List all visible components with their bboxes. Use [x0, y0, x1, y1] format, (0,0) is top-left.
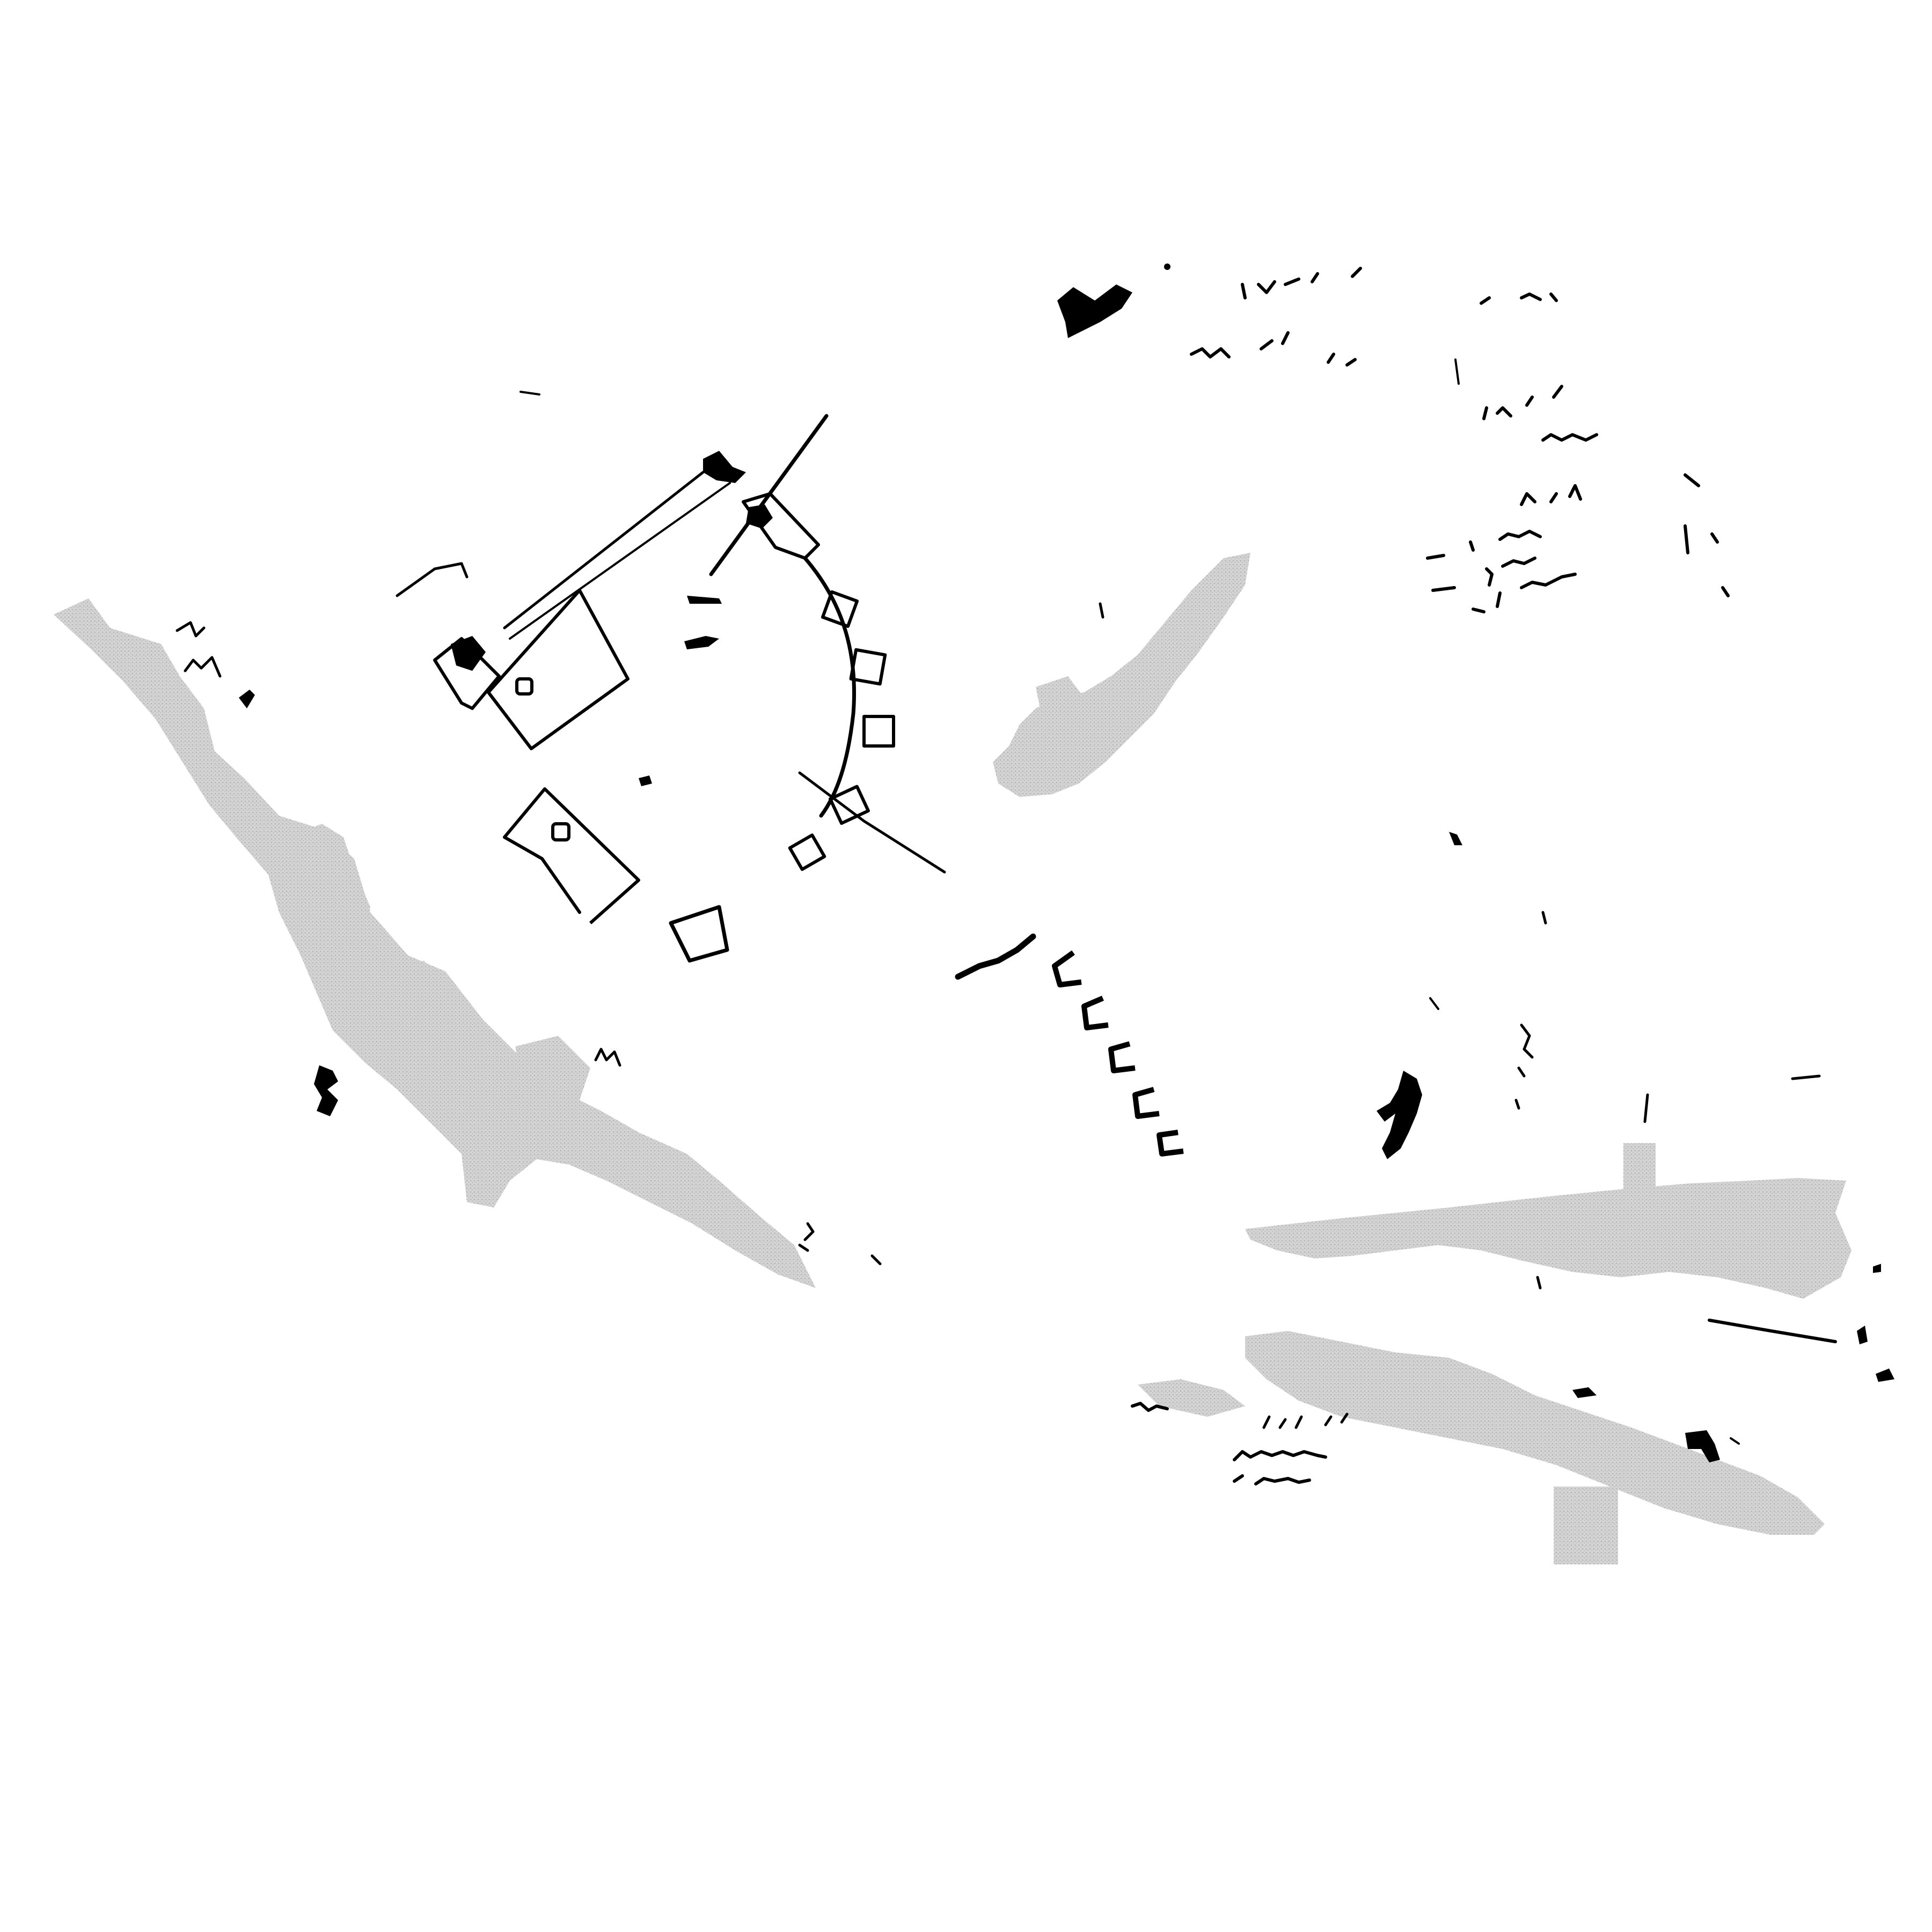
ground-shadow-left-blob-3 [515, 1036, 590, 1100]
figure-row-top-1 [1241, 267, 1362, 299]
corner-node-north-junction [746, 504, 773, 529]
arcade-pavilion-3 [862, 715, 895, 748]
corner-node-north [703, 451, 746, 483]
segmented-wall-line [955, 933, 1036, 980]
ground-shadow-right-upper [1245, 1178, 1851, 1299]
cell-unit-3 [1108, 1041, 1136, 1073]
cell-unit-1 [1052, 950, 1082, 987]
figure-row-top-3 [1480, 292, 1558, 305]
figure-upper-left-tree-2 [239, 690, 255, 708]
figure-lower-centre-1 [1131, 1402, 1169, 1412]
figure-middle-3 [639, 775, 652, 786]
figure-line-upper-left [519, 391, 540, 396]
corner-node-north-block [742, 492, 820, 560]
figure-row-right-3 [1520, 473, 1700, 506]
figure-row-top-2 [1190, 331, 1357, 367]
ground-shadow-right-lower [1245, 1331, 1825, 1535]
small-structure-south [669, 905, 729, 963]
cell-unit-5 [1157, 1130, 1184, 1157]
figure-lower-right-2 [1873, 1264, 1881, 1273]
figure-row-right-2 [1541, 433, 1598, 442]
figure-middle-4 [1099, 602, 1104, 619]
arcade-pavilion-2 [849, 648, 887, 686]
figure-left-lower-2 [594, 1048, 621, 1067]
figure-vertical-1 [1454, 358, 1460, 385]
figure-lower-right-block [1685, 1430, 1720, 1462]
figure-row-right-6 [1472, 591, 1502, 613]
figure-east-5 [1643, 1074, 1821, 1123]
ground-shadow-right-upper-tower [1623, 1143, 1656, 1218]
l-building-inner-room [551, 822, 570, 841]
l-building-south [503, 787, 640, 925]
scattered-figure-layer [175, 264, 1894, 1485]
connector-line-north-2 [509, 482, 731, 640]
figure-east-4 [1514, 1023, 1534, 1110]
figure-lower-centre-2 [1262, 1413, 1349, 1429]
figure-middle-2 [684, 636, 719, 649]
figure-east-1 [1449, 832, 1462, 845]
connector-line-south-east [798, 771, 946, 874]
figure-lower-right-1 [1857, 1326, 1868, 1344]
ground-shadow-left-blob-2 [386, 961, 445, 1020]
figure-dot-top [1164, 264, 1170, 270]
figure-east-large [1377, 1071, 1422, 1159]
bracket-structure-northwest [396, 562, 469, 597]
l-building-south-edge [503, 836, 581, 914]
arcade-pavilion-5 [788, 833, 826, 871]
ground-shadow-right-lower-left-flecks [1138, 1379, 1245, 1417]
cell-unit-4 [1132, 1087, 1160, 1119]
cell-unit-2 [1081, 996, 1109, 1030]
figure-lower-centre-4 [1233, 1474, 1311, 1485]
figure-east-2 [1541, 911, 1547, 925]
figure-row-right-4 [1426, 524, 1719, 560]
figure-lower-right-5 [1730, 1437, 1740, 1445]
figure-left-lower-3 [798, 1222, 882, 1265]
arcade-pavilion-4 [828, 785, 870, 825]
figure-middle-1 [687, 596, 722, 604]
figure-lower-centre-3 [1233, 1450, 1327, 1461]
figure-lower-right-4 [1572, 1387, 1597, 1398]
figure-upper-left-tree-1 [175, 621, 222, 678]
ground-shadow-center-diagonal [993, 553, 1250, 797]
square-building-inner-room [515, 677, 533, 696]
square-building-node [451, 636, 486, 671]
ground-shadow-right-lower-tower [1554, 1487, 1618, 1564]
figure-cluster-top-bold [1057, 284, 1132, 338]
figure-row-right-5 [1431, 557, 1730, 597]
square-building-main [487, 589, 630, 750]
figure-lower-right-line [1708, 1319, 1837, 1343]
ground-shadow-left-blob-1 [287, 824, 370, 934]
building-outline-layer [396, 414, 1184, 1157]
arcade-pavilion-1 [821, 590, 859, 628]
connector-line-north [503, 471, 705, 630]
ground-shadow-center-blob [1036, 676, 1084, 719]
ground-shadow-layer [54, 553, 1851, 1564]
figure-east-3 [1429, 997, 1439, 1010]
figure-lower-right-3 [1876, 1368, 1894, 1382]
figure-left-lower-1 [314, 1065, 338, 1116]
ground-shadow-left-diagonal [54, 598, 816, 1288]
figure-row-right-1 [1482, 385, 1563, 420]
figure-lower-right-6 [1536, 1276, 1542, 1290]
